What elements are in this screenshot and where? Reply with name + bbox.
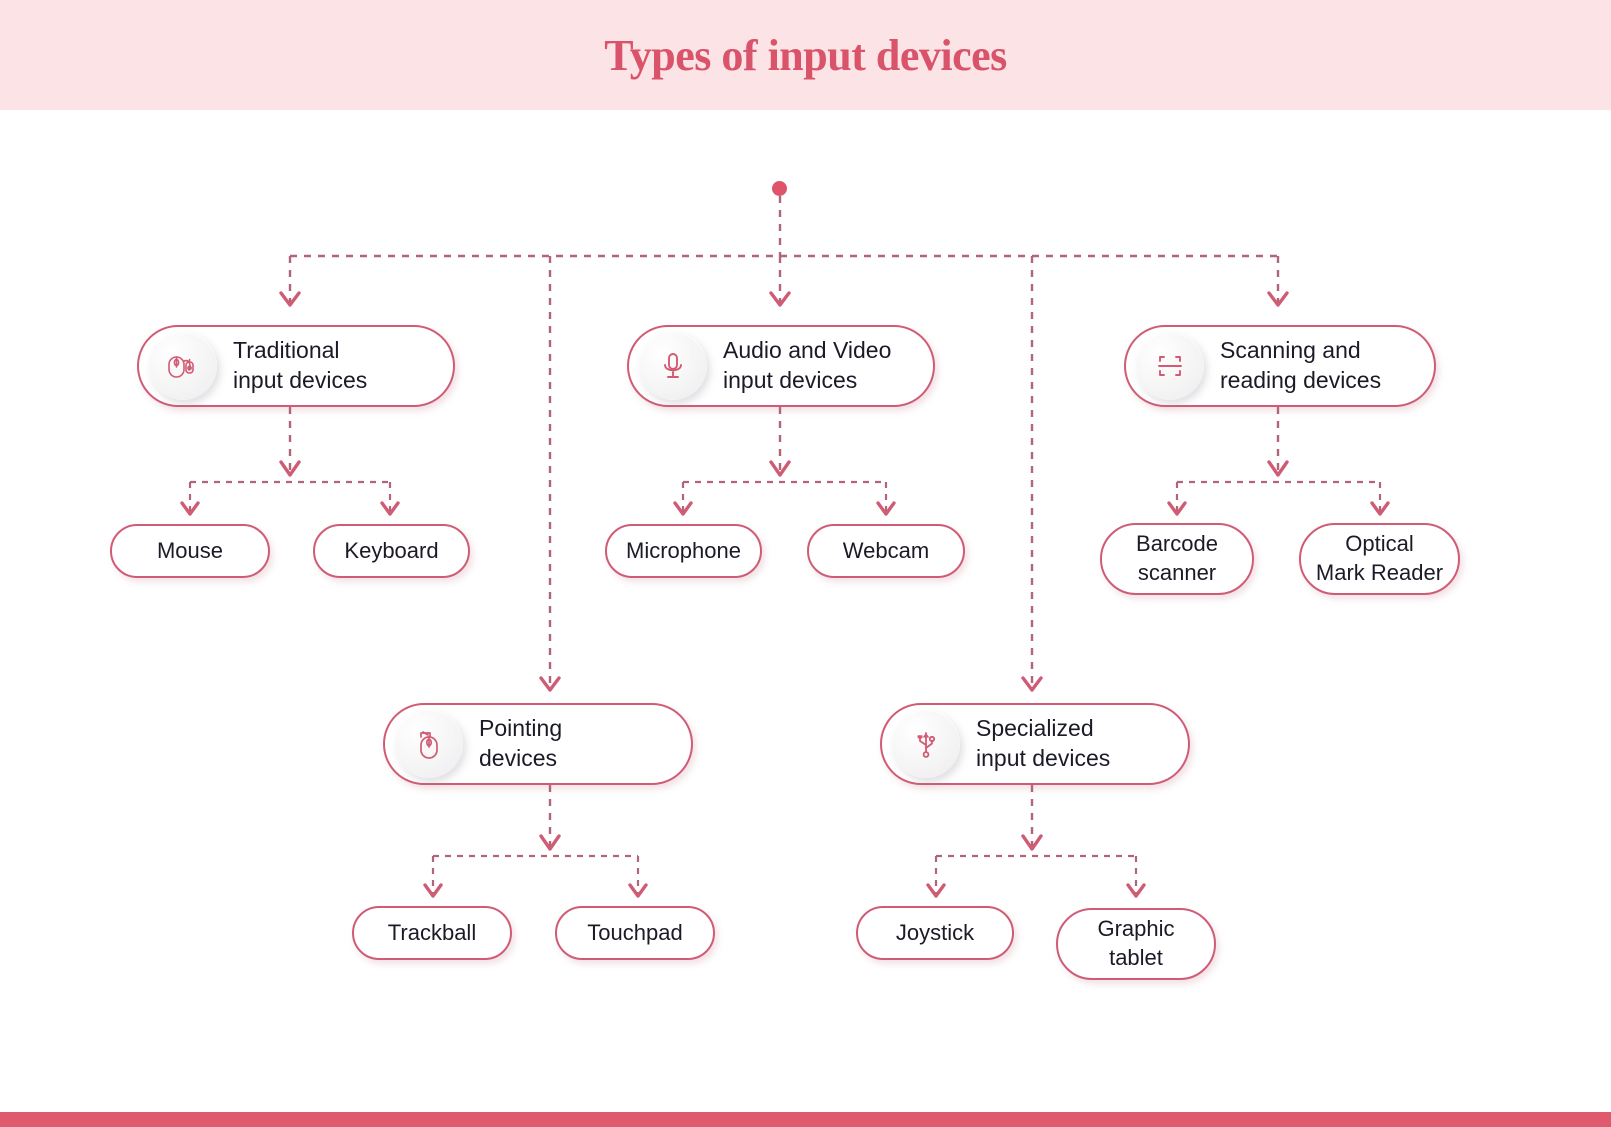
arrow-omr [1370, 501, 1390, 516]
arrow-traditional-split [279, 460, 301, 477]
arrow-trackball [423, 883, 443, 898]
arrow-keyboard [380, 501, 400, 516]
node-label: Traditional input devices [233, 337, 368, 393]
node-microphone[interactable]: Microphone [605, 524, 762, 578]
node-label: Keyboard [344, 537, 439, 563]
arrow-specialized-split [1021, 834, 1043, 851]
arrow-scanning [1267, 291, 1289, 307]
node-label: Trackball [387, 919, 477, 945]
node-webcam[interactable]: Webcam [807, 524, 965, 578]
footer-bar [0, 1112, 1611, 1127]
node-label: Microphone [626, 537, 741, 563]
node-traditional-input-devices[interactable]: Traditional input devices [137, 325, 455, 407]
arrow-barcode [1167, 501, 1187, 516]
node-scanning-and-reading-devices[interactable]: Scanning and reading devices [1124, 325, 1436, 407]
arrow-mouse [180, 501, 200, 516]
node-label: Barcode scanner [1136, 531, 1218, 585]
arrow-webcam [876, 501, 896, 516]
node-label: Optical Mark Reader [1315, 531, 1444, 585]
node-specialized-input-devices[interactable]: Specialized input devices [880, 703, 1190, 785]
arrow-scanning-split [1267, 460, 1289, 477]
node-label: Pointing devices [479, 715, 563, 771]
node-joystick[interactable]: Joystick [856, 906, 1014, 960]
arrow-joystick [926, 883, 946, 898]
node-label: Audio and Video input devices [723, 337, 892, 393]
mouse-usb-icon [149, 332, 217, 400]
arrow-pointing-split [539, 834, 561, 851]
root-node-dot [772, 181, 787, 196]
usb-icon [892, 710, 960, 778]
arrow-traditional [279, 291, 301, 307]
arrow-graphic-tablet [1126, 883, 1146, 898]
node-label: Specialized input devices [976, 715, 1111, 771]
node-label: Mouse [156, 537, 224, 563]
header-band [0, 0, 1611, 110]
node-label: Scanning and reading devices [1220, 337, 1382, 393]
node-keyboard[interactable]: Keyboard [313, 524, 470, 578]
node-audio-and-video-input-devices[interactable]: Audio and Video input devices [627, 325, 935, 407]
node-label: Graphic tablet [1097, 916, 1175, 970]
node-pointing-devices[interactable]: Pointing devices [383, 703, 693, 785]
scan-frame-icon [1136, 332, 1204, 400]
arrow-microphone [673, 501, 693, 516]
node-touchpad[interactable]: Touchpad [555, 906, 715, 960]
mouse-pointer-icon [395, 710, 463, 778]
arrow-audio-split [769, 460, 791, 477]
node-barcode-scanner[interactable]: Barcode scanner [1100, 523, 1254, 595]
node-trackball[interactable]: Trackball [352, 906, 512, 960]
node-graphic-tablet[interactable]: Graphic tablet [1056, 908, 1216, 980]
node-label: Joystick [895, 919, 975, 945]
arrow-pointing [539, 676, 561, 692]
arrow-specialized [1021, 676, 1043, 692]
node-optical-mark-reader[interactable]: Optical Mark Reader [1299, 523, 1460, 595]
arrow-audio-video [769, 291, 791, 307]
node-label: Webcam [842, 537, 930, 563]
microphone-icon [639, 332, 707, 400]
node-mouse[interactable]: Mouse [110, 524, 270, 578]
node-label: Touchpad [587, 919, 683, 945]
page-title: Types of input devices [604, 30, 1007, 80]
arrow-touchpad [628, 883, 648, 898]
